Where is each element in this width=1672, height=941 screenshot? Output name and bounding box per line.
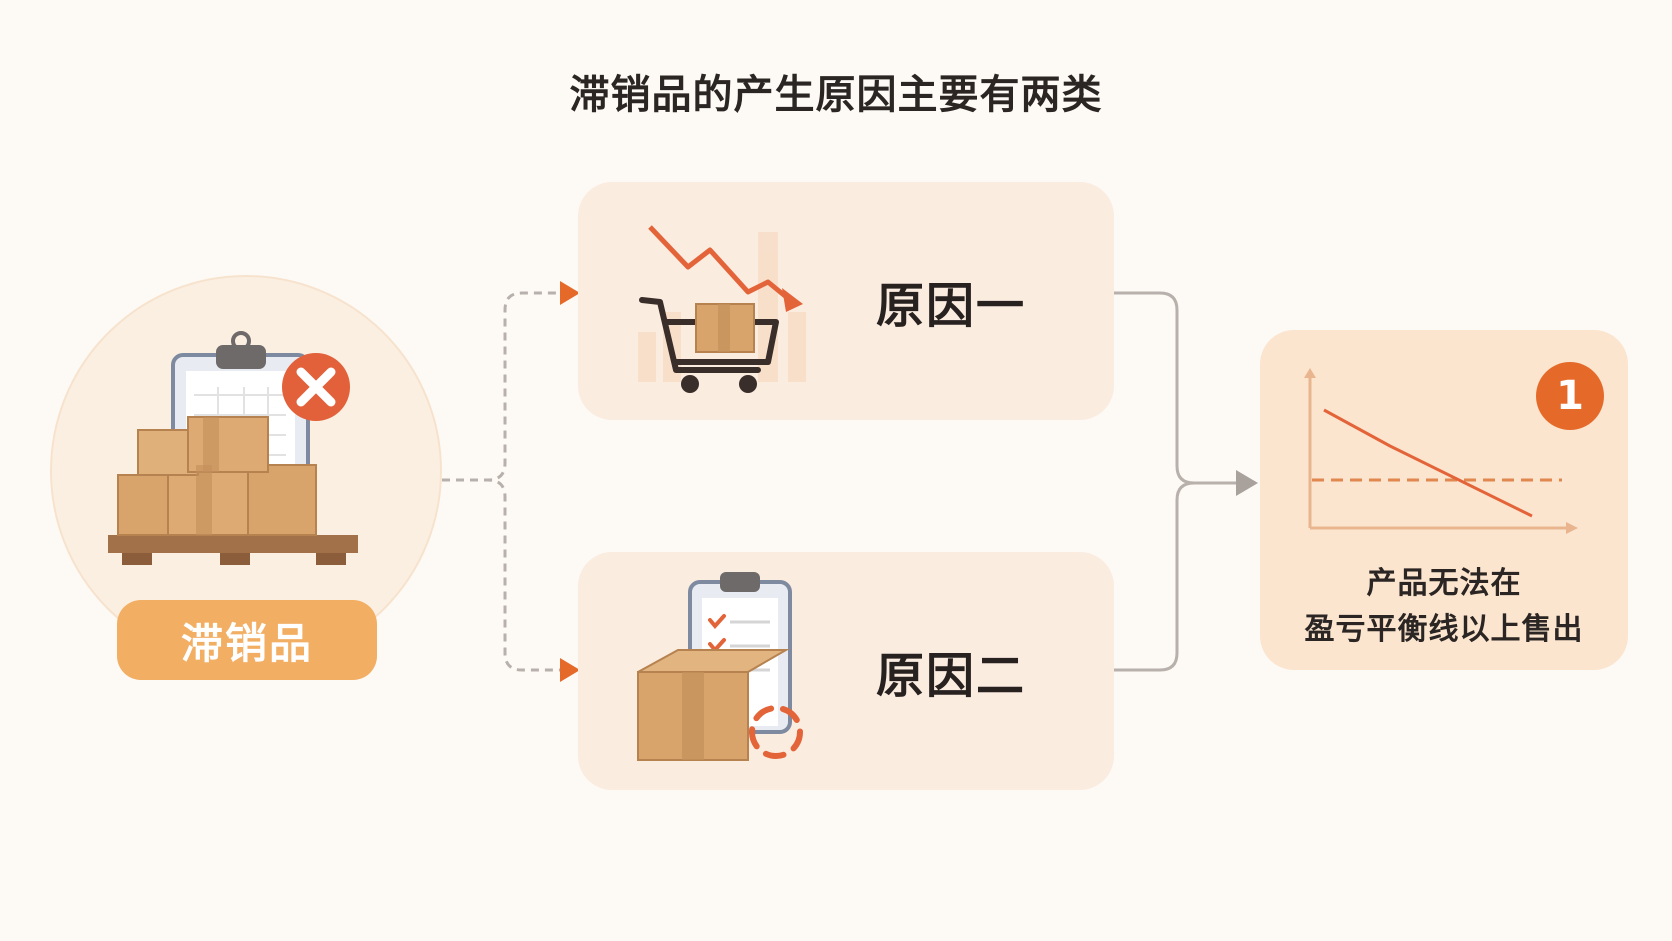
box-pallet-icon xyxy=(108,416,358,565)
arrow-head-result xyxy=(1236,470,1258,496)
cause-label-2: 原因二 xyxy=(876,648,1027,704)
result-badge: 1 xyxy=(1536,362,1604,430)
source-illustration xyxy=(108,331,358,565)
cause-label-1: 原因一 xyxy=(876,278,1027,334)
cross-icon xyxy=(282,353,350,421)
source-label: 滞销品 xyxy=(117,600,377,680)
result-card: 1 产品无法在 盈亏平衡线以上售出 xyxy=(1260,330,1628,670)
cause-card-1: 原因一 xyxy=(578,182,1114,420)
page-title: 滞销品的产生原因主要有两类 xyxy=(569,72,1103,118)
box-checklist-icon xyxy=(637,572,803,761)
dashed-branch-bottom xyxy=(442,478,560,672)
result-text-line-1: 产品无法在 xyxy=(1366,566,1522,601)
arrow-head-bottom xyxy=(560,658,580,682)
result-text-line-2: 盈亏平衡线以上售出 xyxy=(1304,612,1584,647)
merge-line-bottom xyxy=(1114,481,1195,672)
breakeven-chart-icon xyxy=(1304,368,1578,534)
merge-line-top xyxy=(1114,291,1238,485)
dashed-branch-top xyxy=(442,291,560,482)
cause-card-2: 原因二 xyxy=(578,552,1114,790)
arrow-head-top xyxy=(560,281,580,305)
cart-decline-icon xyxy=(638,225,806,393)
